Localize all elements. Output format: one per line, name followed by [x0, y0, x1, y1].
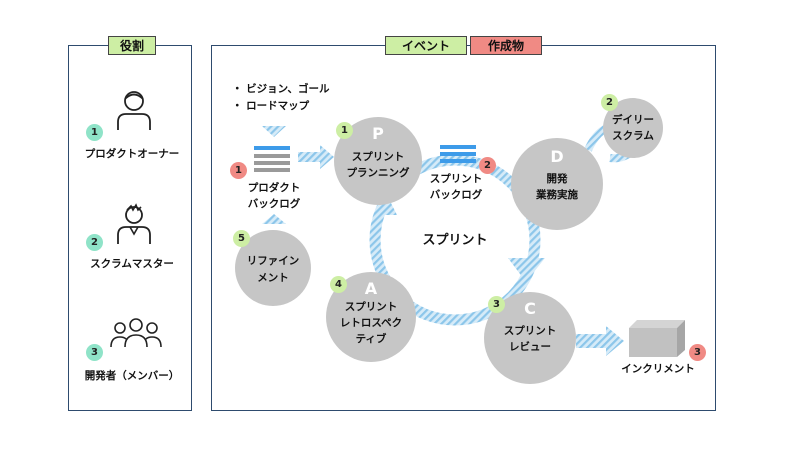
- review-label-1: スプリント: [503, 325, 557, 337]
- cube-icon: [629, 320, 685, 357]
- artifact-badge-2: 2: [479, 157, 496, 174]
- sprint-label: スプリント: [422, 233, 488, 248]
- development-letter: D: [550, 147, 564, 166]
- event-badge-4: 4: [330, 276, 347, 293]
- sprint-backlog-label-2: バックログ: [429, 189, 483, 201]
- document-stack-icon: [254, 146, 290, 172]
- event-badge-5: 5: [233, 230, 250, 247]
- event-badge-3: 3: [488, 296, 505, 313]
- retrospective-letter: A: [364, 279, 378, 298]
- person-icon: [117, 203, 151, 244]
- increment-label: インクリメント: [621, 363, 695, 375]
- artifact-badge-3: 3: [689, 344, 706, 361]
- person-icon: [117, 91, 151, 130]
- input-vision-goal: ・ ビジョン、ゴール: [232, 83, 330, 95]
- role-label-scrum-master: スクラムマスター: [90, 258, 174, 270]
- retrospective-label-3: ティブ: [355, 333, 387, 345]
- group-icon: [110, 318, 162, 348]
- artifacts-header: 作成物: [470, 36, 542, 55]
- daily-scrum-label-1: デイリー: [612, 114, 654, 126]
- product-backlog-label-1: プロダクト: [247, 182, 301, 194]
- refinement-label-2: メント: [257, 272, 289, 284]
- document-stack-icon: [440, 145, 476, 163]
- roles-header: 役割: [108, 36, 156, 55]
- review-label-2: レビュー: [509, 341, 551, 353]
- artifact-badge-1: 1: [230, 162, 247, 179]
- daily-scrum-label-2: スクラム: [612, 130, 654, 142]
- sprint-backlog-label-1: スプリント: [429, 173, 483, 185]
- development-label-1: 開発: [546, 173, 568, 185]
- role-label-developers: 開発者（メンバー）: [84, 370, 180, 382]
- planning-label-1: スプリント: [351, 151, 405, 163]
- role-badge-1: 1: [86, 124, 103, 141]
- development-circle: [511, 138, 603, 230]
- events-header: イベント: [385, 36, 467, 55]
- role-badge-2: 2: [86, 234, 103, 251]
- product-backlog-label-2: バックログ: [247, 198, 301, 210]
- input-roadmap: ・ ロードマップ: [232, 100, 310, 112]
- development-label-2: 業務実施: [536, 189, 578, 201]
- event-badge-2: 2: [601, 94, 618, 111]
- role-badge-3: 3: [86, 344, 103, 361]
- review-letter: C: [524, 299, 536, 318]
- role-label-product-owner: プロダクトオーナー: [84, 148, 180, 160]
- retrospective-label-2: レトロスペク: [339, 317, 403, 329]
- event-badge-1: 1: [336, 122, 353, 139]
- retrospective-label-1: スプリント: [344, 301, 398, 313]
- refinement-label-1: リファイン: [246, 255, 300, 267]
- planning-letter: P: [372, 124, 384, 143]
- planning-label-2: プランニング: [346, 167, 410, 179]
